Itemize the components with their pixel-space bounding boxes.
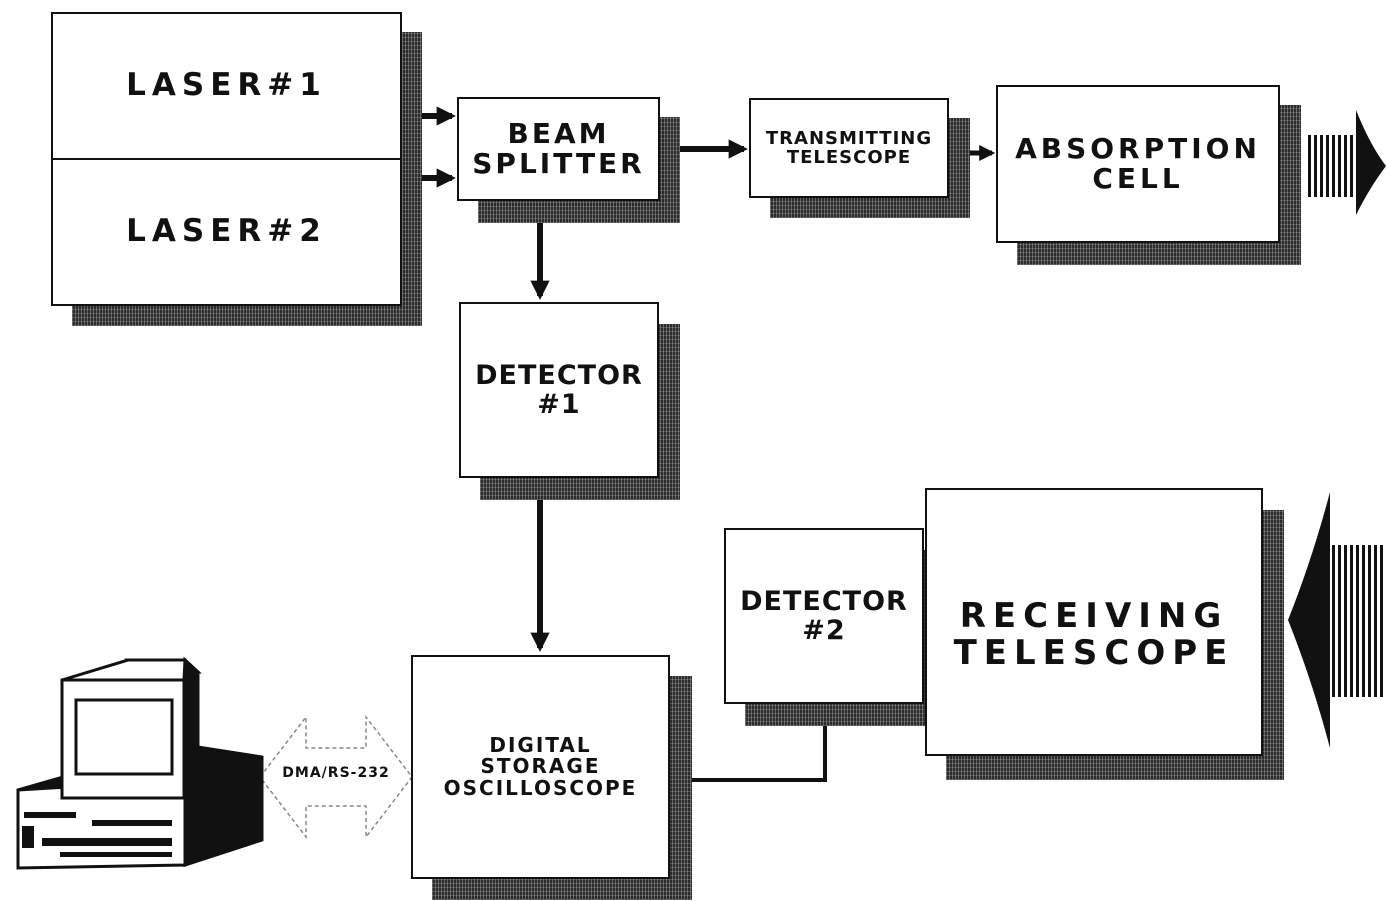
transmitting-telescope-box: TRANSMITTING TELESCOPE (749, 98, 949, 198)
detector1-box: DETECTOR #1 (459, 302, 659, 478)
laser2-label: LASER#2 (126, 213, 327, 250)
detector2-label: DETECTOR #2 (740, 585, 908, 646)
beam-splitter-box: BEAM SPLITTER (457, 97, 660, 201)
beam-out-icon (1305, 110, 1386, 215)
beam-splitter-label: BEAM SPLITTER (472, 116, 645, 180)
beam-in-icon (1288, 492, 1386, 748)
laser2-box: LASER#2 (51, 158, 402, 306)
laser1-box: LASER#1 (51, 12, 402, 160)
receiving-telescope-box: RECEIVING TELESCOPE (925, 488, 1263, 756)
absorption-cell-box: ABSORPTION CELL (996, 85, 1280, 243)
detector2-box: DETECTOR #2 (724, 528, 924, 704)
detector1-label: DETECTOR #1 (475, 359, 643, 420)
laser1-label: LASER#1 (126, 67, 327, 104)
transmitting-telescope-label: TRANSMITTING TELESCOPE (765, 127, 933, 168)
oscilloscope-label: DIGITAL STORAGE OSCILLOSCOPE (443, 732, 638, 800)
oscilloscope-box: DIGITAL STORAGE OSCILLOSCOPE (411, 655, 670, 879)
receiving-telescope-label: RECEIVING TELESCOPE (953, 596, 1235, 673)
dma-rs232-label: DMA/RS-232 (282, 765, 390, 781)
computer-icon (16, 656, 264, 870)
absorption-cell-label: ABSORPTION CELL (1015, 131, 1261, 195)
line-detector2-to-oscilloscope (690, 705, 827, 782)
